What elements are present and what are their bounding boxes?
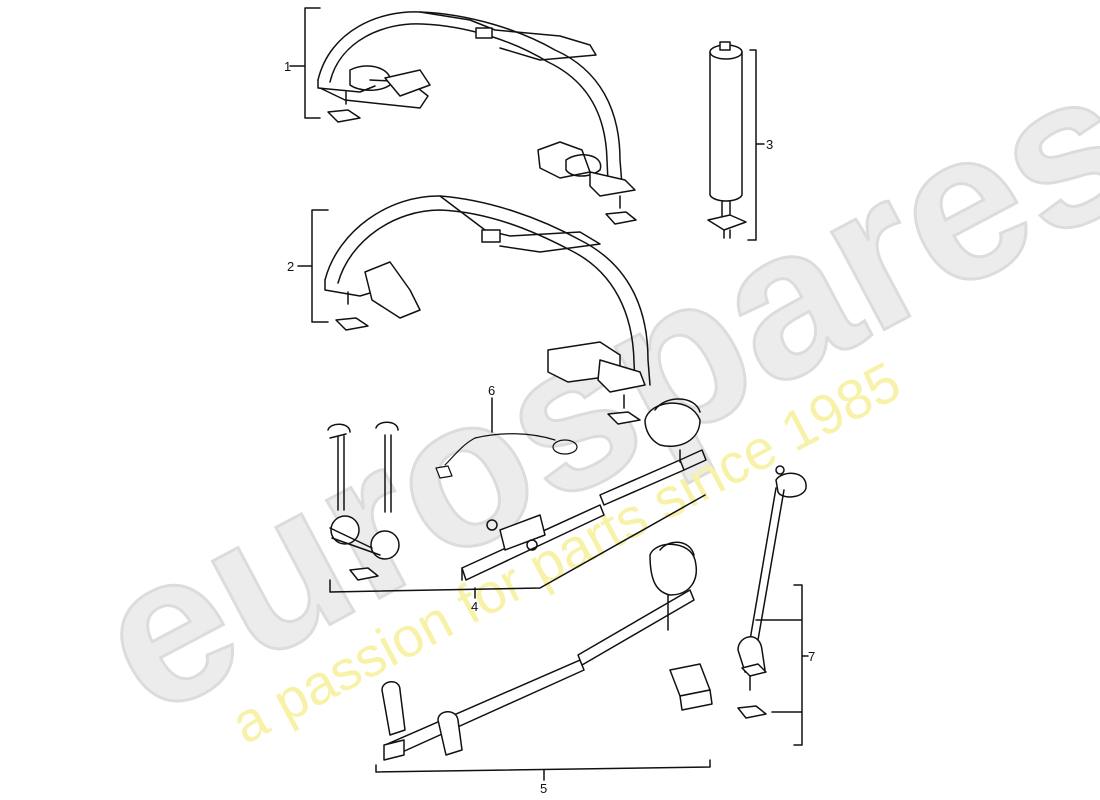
callout-4[interactable]: 4 (471, 599, 479, 614)
part-3-cylinder-support[interactable] (707, 41, 747, 239)
part-2-strap-holder[interactable] (324, 195, 651, 425)
callout-2[interactable]: 2 (287, 259, 295, 274)
bracket-7 (755, 584, 809, 746)
callout-7[interactable]: 7 (808, 649, 816, 664)
part-5-wheel-rail-assembly[interactable] (381, 541, 697, 761)
bracket-1 (289, 7, 321, 119)
bracket-5 (375, 759, 711, 773)
callout-3[interactable]: 3 (766, 137, 774, 152)
bracket-3 (747, 49, 765, 241)
callout-6[interactable]: 6 (488, 383, 496, 398)
part-1-strap-holder[interactable] (317, 11, 637, 225)
part-6-security-cable[interactable] (435, 433, 578, 479)
callout-1[interactable]: 1 (284, 59, 292, 74)
part-7-support-arm[interactable] (669, 465, 807, 719)
bracket-4 (329, 494, 706, 593)
part-4-fork-rail-assembly[interactable] (327, 398, 707, 581)
bracket-2 (297, 209, 329, 323)
callout-5[interactable]: 5 (540, 781, 548, 796)
